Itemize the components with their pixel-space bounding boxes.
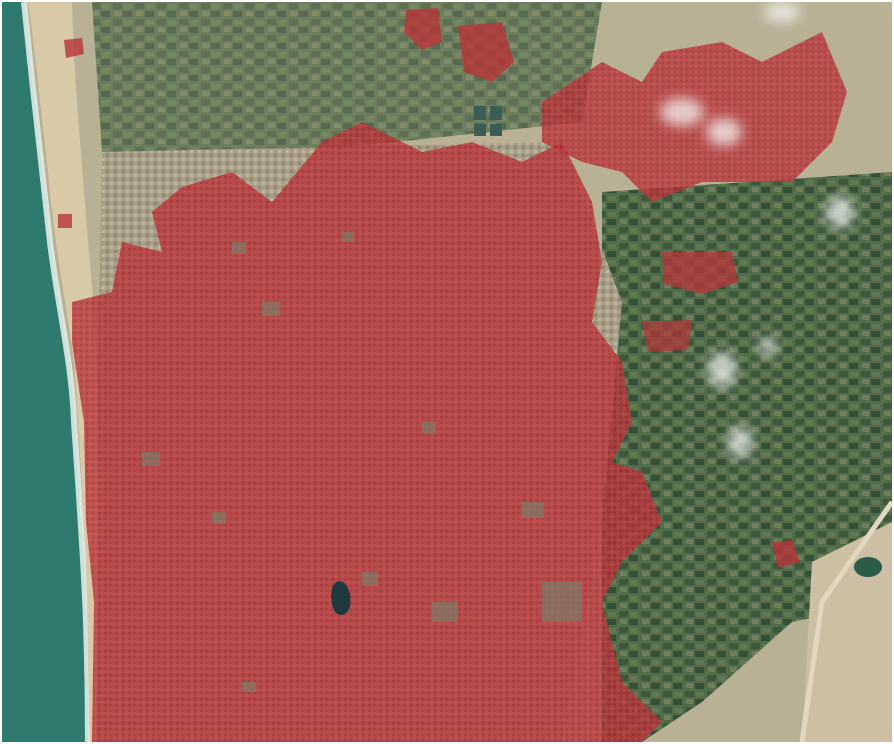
damage-overlay-east-2 (772, 540, 800, 568)
damage-overlay-north-2 (458, 22, 514, 82)
damage-overlay-coast-2 (58, 214, 72, 228)
damage-overlay-north-1 (404, 8, 442, 50)
damage-overlay-main (72, 122, 662, 742)
basins (474, 106, 502, 136)
sea (2, 2, 88, 742)
undamaged-patches (142, 232, 582, 692)
sandy-area-southeast (802, 522, 892, 742)
road-southeast (799, 500, 892, 742)
damage-overlay-coast-north (64, 38, 84, 58)
clouds (660, 2, 854, 458)
shoreline-surf (21, 2, 91, 742)
damage-overlay-east-3 (642, 320, 692, 352)
pond (331, 581, 351, 615)
beach (28, 2, 99, 742)
pond-east (854, 557, 882, 577)
damage-overlay-east-1 (662, 252, 738, 294)
